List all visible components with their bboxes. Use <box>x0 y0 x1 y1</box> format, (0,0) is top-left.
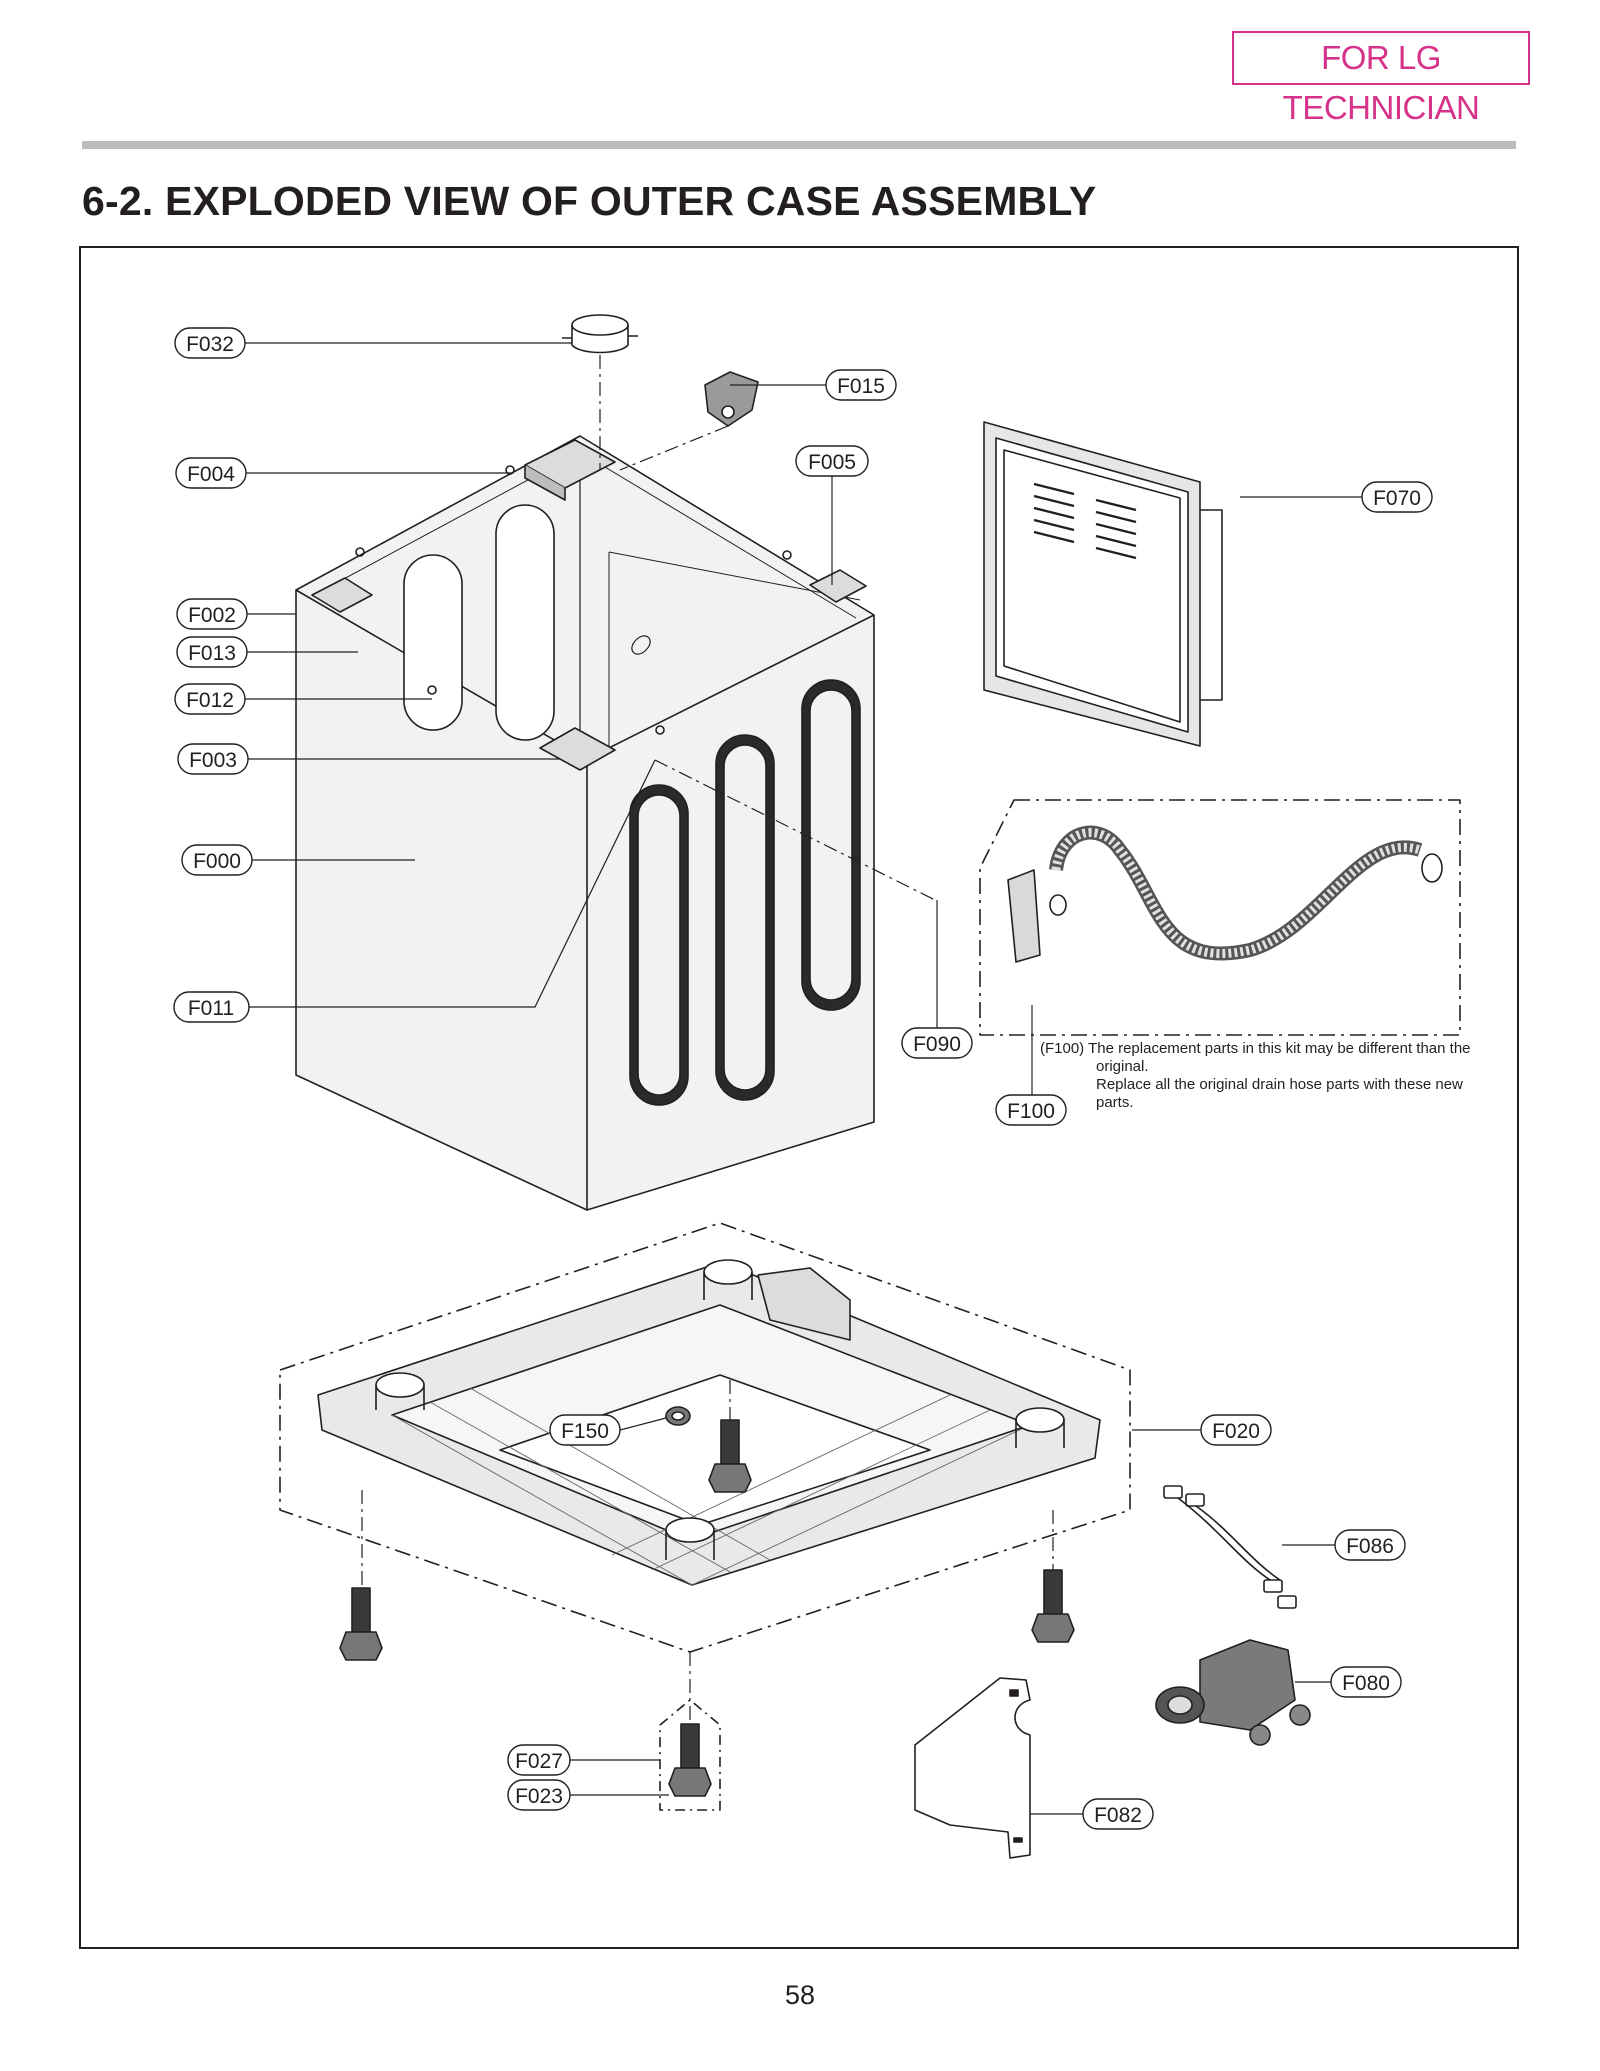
callout-f090: F090 <box>901 1027 973 1059</box>
part-f015-bracket <box>704 371 759 427</box>
part-f032-clamp <box>562 314 638 354</box>
callout-f080: F080 <box>1330 1666 1402 1698</box>
svg-text:F100: F100 <box>1007 1100 1055 1123</box>
part-f020-base-frame <box>279 1222 1131 1653</box>
leader-lines <box>245 342 1362 1815</box>
callout-f002: F002 <box>176 598 248 630</box>
svg-text:F027: F027 <box>515 1750 563 1773</box>
note-line-2: original. <box>1096 1058 1149 1075</box>
note-line-4: parts. <box>1096 1094 1134 1111</box>
callout-f011: F011 <box>173 991 250 1023</box>
part-f080-drain-pump <box>1155 1639 1311 1746</box>
svg-text:F080: F080 <box>1342 1672 1390 1695</box>
outer-cabinet <box>295 435 875 1211</box>
svg-text:F032: F032 <box>186 333 234 356</box>
callout-f082: F082 <box>1082 1798 1154 1830</box>
callout-f100: F100 <box>995 1094 1067 1126</box>
svg-text:F003: F003 <box>189 749 237 772</box>
note-line-1: (F100) The replacement parts in this kit… <box>1040 1040 1471 1057</box>
part-f150-grommet <box>665 1406 691 1426</box>
leveling-feet <box>339 1419 1075 1797</box>
svg-text:F015: F015 <box>837 375 885 398</box>
callout-f013: F013 <box>176 636 248 668</box>
diagram-frame <box>79 246 1519 1949</box>
callout-f004: F004 <box>175 457 247 489</box>
svg-text:F000: F000 <box>193 850 241 873</box>
svg-text:F012: F012 <box>186 689 234 712</box>
callout-f086: F086 <box>1334 1529 1406 1561</box>
svg-text:F011: F011 <box>188 997 234 1020</box>
svg-text:F002: F002 <box>188 604 236 627</box>
svg-text:F005: F005 <box>808 451 856 474</box>
svg-text:F004: F004 <box>187 463 235 486</box>
callout-f003: F003 <box>177 743 249 775</box>
callout-f005: F005 <box>795 445 869 477</box>
svg-text:F020: F020 <box>1212 1420 1260 1443</box>
section-title: 6-2. EXPLODED VIEW OF OUTER CASE ASSEMBL… <box>82 178 1097 224</box>
callout-f020: F020 <box>1200 1414 1272 1446</box>
part-f082-bracket <box>914 1677 1031 1859</box>
svg-text:F013: F013 <box>188 642 236 665</box>
svg-text:F150: F150 <box>561 1420 609 1443</box>
callout-f070: F070 <box>1361 481 1433 513</box>
technician-badge: FOR LG TECHNICIAN <box>1232 31 1530 126</box>
callout-f023: F023 <box>507 1779 571 1811</box>
part-f070-back-cover <box>983 421 1223 747</box>
f100-note: (F100) The replacement parts in this kit… <box>1040 1040 1520 1112</box>
callout-f032: F032 <box>174 327 246 359</box>
callout-f012: F012 <box>174 683 246 715</box>
part-f100-drain-hose-kit <box>979 799 1461 1036</box>
svg-text:F086: F086 <box>1346 1535 1394 1558</box>
callout-f027: F027 <box>507 1744 571 1776</box>
callout-f015: F015 <box>825 369 897 401</box>
svg-text:F023: F023 <box>515 1785 563 1808</box>
svg-text:F090: F090 <box>913 1033 961 1056</box>
note-line-3: Replace all the original drain hose part… <box>1096 1076 1463 1093</box>
callout-f150: F150 <box>549 1414 621 1446</box>
callout-f000: F000 <box>181 844 253 876</box>
part-f086-harness <box>1163 1485 1297 1609</box>
header-rule <box>82 141 1516 149</box>
assembly-guides <box>361 355 1054 1724</box>
svg-text:F070: F070 <box>1373 487 1421 510</box>
svg-text:F082: F082 <box>1094 1804 1142 1827</box>
page-number: 58 <box>784 1980 816 2010</box>
